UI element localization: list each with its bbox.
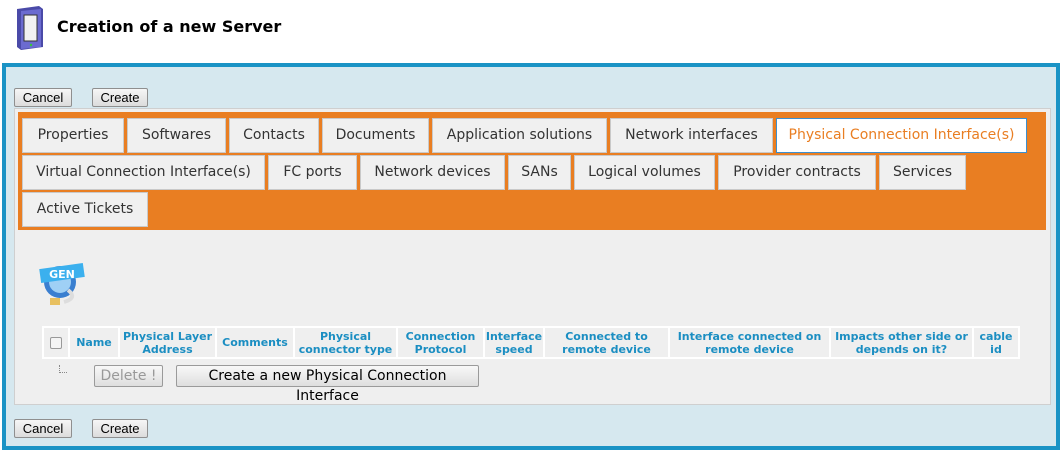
create-button-bottom[interactable]: Create [92,419,148,438]
column-header[interactable]: Connected to remote device [545,328,668,357]
cancel-button-bottom[interactable]: Cancel [14,419,72,438]
column-header[interactable]: Connection Protocol [398,328,483,357]
create-button[interactable]: Create [92,88,148,107]
tab-application-solutions[interactable]: Application solutions [432,118,607,153]
column-header[interactable]: cable id [974,328,1018,357]
page-header: Creation of a new Server [0,0,1062,62]
svg-text:GEN: GEN [49,268,75,281]
column-header[interactable]: Comments [217,328,293,357]
column-header[interactable]: Interface connected on remote device [670,328,829,357]
tree-connector [59,365,67,373]
tab-virtual-connection-interfaces[interactable]: Virtual Connection Interface(s) [22,155,265,190]
column-header[interactable]: Physical connector type [295,328,396,357]
physical-interface-icon: GEN [39,263,85,305]
cancel-button[interactable]: Cancel [14,88,72,107]
column-header[interactable]: Physical Layer Address [120,328,215,357]
column-header[interactable]: Impacts other side or depends on it? [831,328,972,357]
page-title: Creation of a new Server [57,17,282,36]
interfaces-table-header: Name Physical Layer Address Comments Phy… [42,326,1020,359]
tab-documents[interactable]: Documents [322,118,429,153]
tab-network-interfaces[interactable]: Network interfaces [610,118,773,153]
tab-sans[interactable]: SANs [508,155,571,190]
create-new-interface-button[interactable]: Create a new Physical Connection Interfa… [176,365,479,404]
select-all-cell [44,328,68,357]
select-all-checkbox[interactable] [50,336,62,349]
tab-provider-contracts[interactable]: Provider contracts [718,155,876,190]
tab-services[interactable]: Services [879,155,966,190]
server-icon [17,6,43,50]
tab-logical-volumes[interactable]: Logical volumes [574,155,715,190]
tab-contacts[interactable]: Contacts [229,118,319,153]
tab-active-tickets[interactable]: Active Tickets [22,192,148,227]
tab-softwares[interactable]: Softwares [127,118,226,153]
delete-button[interactable]: Delete ! [94,365,163,387]
tab-fc-ports[interactable]: FC ports [268,155,357,190]
column-header[interactable]: Name [70,328,118,357]
tab-physical-connection-interfaces[interactable]: Physical Connection Interface(s) [776,118,1027,153]
tab-network-devices[interactable]: Network devices [360,155,505,190]
column-header[interactable]: Interface speed [485,328,543,357]
tab-properties[interactable]: Properties [22,118,124,153]
